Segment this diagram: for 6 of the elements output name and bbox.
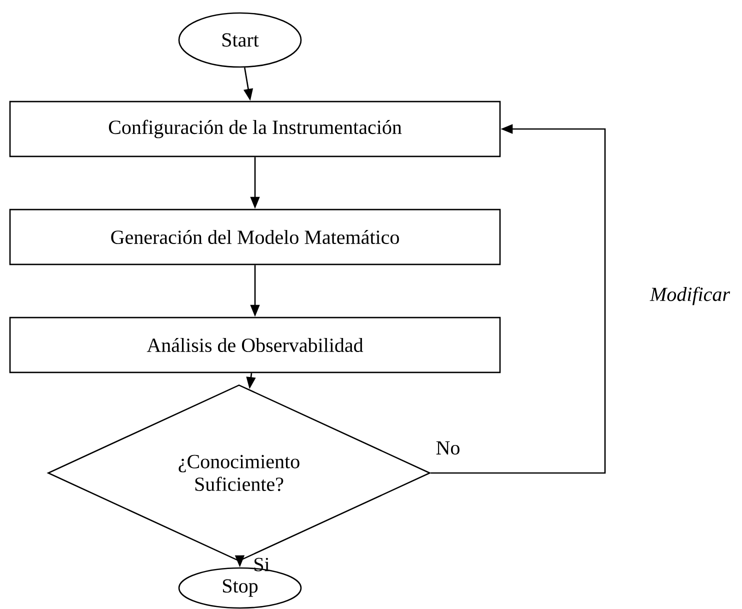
process-box: Generación del Modelo Matemático — [9, 208, 501, 266]
edge-label: No — [436, 441, 460, 455]
side-label: Modificar — [650, 286, 730, 306]
arrow — [430, 124, 606, 474]
process-box: Análisis de Observabilidad — [9, 316, 501, 374]
process-box: Configuración de la Instrumentación — [9, 100, 501, 158]
